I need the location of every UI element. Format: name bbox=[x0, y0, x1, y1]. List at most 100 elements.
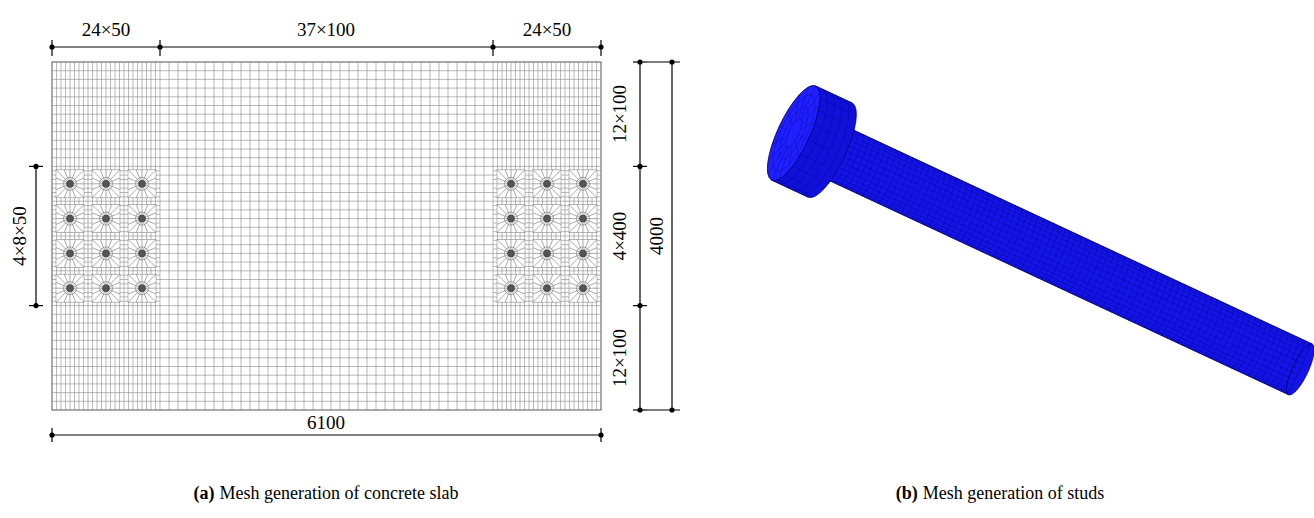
dimension-line bbox=[647, 409, 680, 410]
stud-patch bbox=[497, 274, 525, 302]
stud-ring bbox=[64, 177, 77, 190]
stud-ring bbox=[136, 212, 149, 225]
stud-radial bbox=[92, 170, 120, 198]
dimension-label: 6100 bbox=[307, 413, 345, 432]
stud-radial bbox=[56, 274, 84, 302]
stud-hole bbox=[103, 215, 110, 222]
stud-mesh bbox=[757, 79, 1314, 420]
stud-ring bbox=[100, 177, 113, 190]
stud-radial bbox=[128, 274, 156, 302]
stud-radial bbox=[533, 239, 561, 267]
dimension-line bbox=[35, 166, 36, 305]
stud-ring bbox=[136, 177, 149, 190]
stud-shaft-edge bbox=[818, 125, 1312, 395]
stud-patch bbox=[569, 239, 597, 267]
dimension-dot bbox=[157, 44, 162, 49]
stud-patch bbox=[569, 205, 597, 233]
dimension-label: 4×400 bbox=[610, 212, 629, 261]
stud-patch bbox=[92, 274, 120, 302]
stud-hole bbox=[580, 250, 587, 257]
stud-patch bbox=[533, 205, 561, 233]
stud-radial bbox=[569, 205, 597, 233]
dimension-dot bbox=[637, 59, 642, 64]
mesh-grid bbox=[52, 62, 601, 410]
stud-patch bbox=[56, 170, 84, 198]
stud-radial bbox=[497, 239, 525, 267]
stud-ring bbox=[541, 247, 554, 260]
stud-hole bbox=[544, 215, 551, 222]
stud-patch bbox=[92, 205, 120, 233]
stud-shaft bbox=[818, 125, 1312, 395]
stud-head-face bbox=[757, 79, 830, 187]
stud-patch bbox=[56, 205, 84, 233]
stud-patch bbox=[92, 239, 120, 267]
dimension-dot bbox=[598, 432, 603, 437]
dimension-line bbox=[647, 61, 680, 62]
stud-radial bbox=[92, 205, 120, 233]
stud-patch bbox=[497, 239, 525, 267]
dimension-dot bbox=[637, 407, 642, 412]
dimension-label: 37×100 bbox=[297, 20, 355, 39]
stud-radial bbox=[497, 170, 525, 198]
stud-patch bbox=[128, 239, 156, 267]
dimension-dot bbox=[49, 44, 54, 49]
stud-ring bbox=[541, 177, 554, 190]
stud-radial bbox=[92, 239, 120, 267]
stud-ring bbox=[100, 212, 113, 225]
dimension-dot bbox=[637, 303, 642, 308]
stud-radial bbox=[128, 205, 156, 233]
stud-hole bbox=[508, 285, 515, 292]
stud-radial bbox=[533, 274, 561, 302]
stud-patch bbox=[128, 170, 156, 198]
stud-radial bbox=[128, 170, 156, 198]
stud-patch bbox=[569, 274, 597, 302]
dimension-dot bbox=[669, 59, 674, 64]
stud-radial bbox=[569, 170, 597, 198]
stud-hole bbox=[103, 180, 110, 187]
subfigure-letter: (a) bbox=[194, 483, 215, 505]
stud-radial bbox=[56, 239, 84, 267]
caption-row: (a)Mesh generation of concrete slab bbox=[194, 483, 459, 505]
stud-hole bbox=[139, 250, 146, 257]
stud-shaft-mesh bbox=[818, 125, 1312, 395]
dimension-line bbox=[52, 46, 601, 47]
stud-hole bbox=[139, 285, 146, 292]
stud-hole bbox=[139, 215, 146, 222]
stud-hole bbox=[67, 285, 74, 292]
subfigure-letter: (b) bbox=[896, 483, 918, 505]
stud-hole bbox=[544, 180, 551, 187]
stud-hole bbox=[580, 215, 587, 222]
stud-patch bbox=[533, 274, 561, 302]
stud-ring bbox=[100, 247, 113, 260]
dimension-dot bbox=[637, 164, 642, 169]
stud-radial bbox=[569, 239, 597, 267]
stud-patch bbox=[128, 205, 156, 233]
dimension-lines bbox=[29, 40, 680, 442]
stud-radial bbox=[533, 170, 561, 198]
stud-hole bbox=[544, 250, 551, 257]
dimension-dot bbox=[33, 164, 38, 169]
stud-ring bbox=[577, 247, 590, 260]
subfigure-caption: Mesh generation of studs bbox=[923, 483, 1104, 505]
stud-patch bbox=[56, 239, 84, 267]
stud-ring bbox=[505, 212, 518, 225]
dimension-line bbox=[52, 434, 601, 435]
stud-face-mesh bbox=[757, 79, 830, 187]
dimension-line bbox=[671, 62, 672, 410]
dimension-label: 4×8×50 bbox=[10, 206, 29, 265]
dimension-label: 12×100 bbox=[610, 85, 629, 143]
stud-patch bbox=[497, 205, 525, 233]
dimension-label: 24×50 bbox=[523, 20, 572, 39]
stud-ring bbox=[577, 212, 590, 225]
dimension-label: 4000 bbox=[647, 217, 666, 255]
caption-row: (b)Mesh generation of studs bbox=[896, 483, 1104, 505]
stud-ring bbox=[64, 247, 77, 260]
dimension-dot bbox=[33, 303, 38, 308]
stud-radial bbox=[92, 274, 120, 302]
dimension-label: 24×50 bbox=[82, 20, 131, 39]
stud-radial bbox=[56, 170, 84, 198]
stud-hole bbox=[103, 250, 110, 257]
stud-hole bbox=[508, 250, 515, 257]
stud-ring bbox=[577, 177, 590, 190]
